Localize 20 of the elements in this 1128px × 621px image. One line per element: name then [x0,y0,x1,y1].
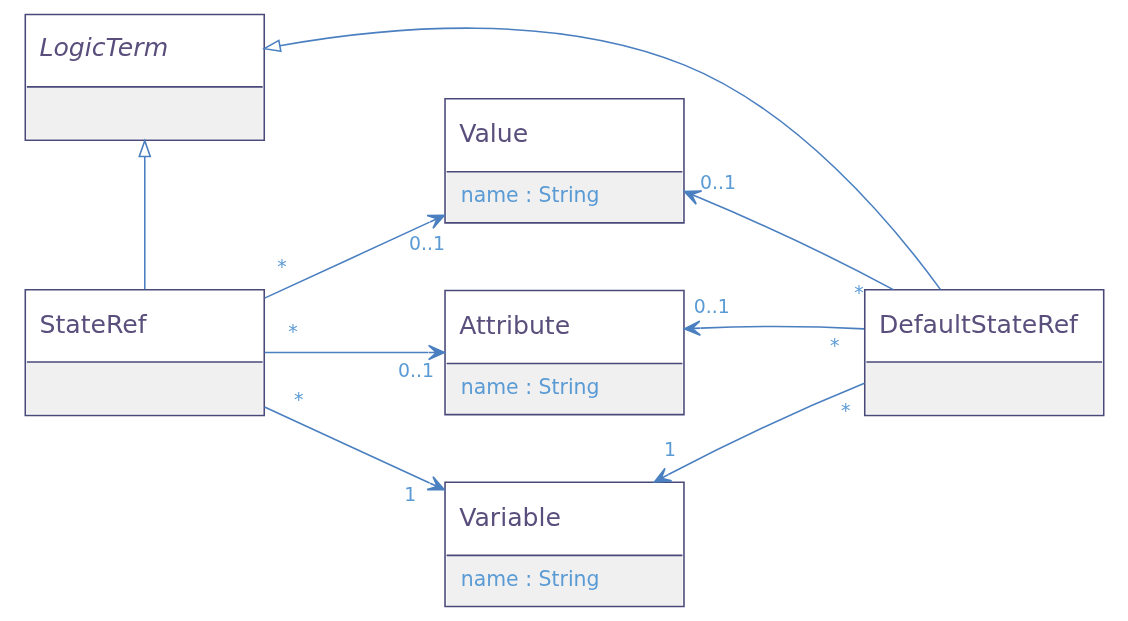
label: 1 [663,438,676,461]
arrow [263,406,445,491]
label: 0..1 [408,232,445,255]
arrow [263,214,445,299]
label: * [276,255,287,278]
label: * [287,319,298,342]
label: * [829,334,840,357]
arrow [263,344,445,361]
label: * [293,387,303,410]
label: 1 [403,482,416,505]
label: * [840,399,850,422]
label: * [853,280,864,303]
arrow [261,27,941,291]
label: 0..1 [693,294,730,317]
label: 0..1 [397,359,434,382]
arrow [653,382,865,483]
arrow [683,320,865,336]
label: 0..1 [699,170,736,193]
arrow [137,138,151,290]
arrow [683,190,894,291]
